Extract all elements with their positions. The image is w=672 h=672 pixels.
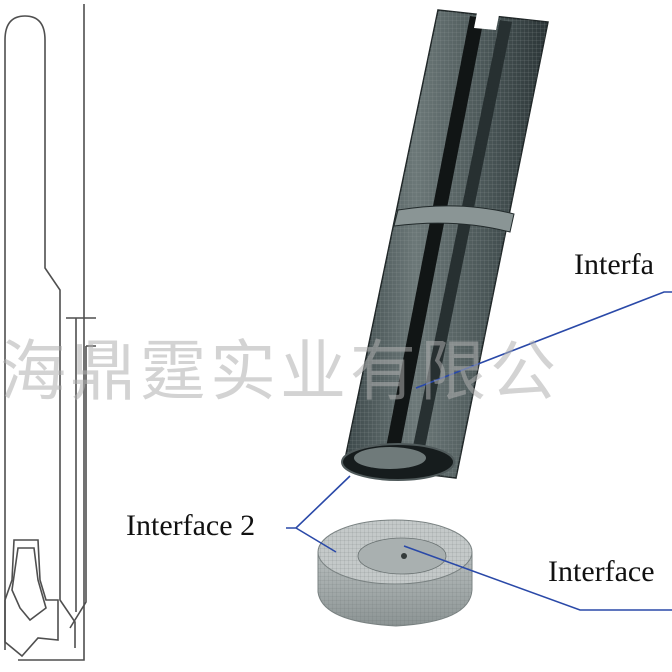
meshed-tube <box>341 8 549 481</box>
leader-interface-3 <box>403 545 672 611</box>
tube-top-notch <box>474 8 500 30</box>
cross-section-outline <box>4 4 96 661</box>
leader-interface-2 <box>286 475 351 553</box>
tube-body-grid <box>344 10 548 478</box>
tube-bottom-bore <box>354 447 426 469</box>
interface-2-label: Interface 2 <box>126 509 256 542</box>
nozzle-bore-outline <box>4 15 76 650</box>
tip-inner-cone <box>11 547 47 622</box>
watermark-text: 海鼎霆实业有限公 <box>0 333 560 410</box>
tube-mid-band <box>393 205 515 233</box>
inner-flow-channel <box>66 317 96 629</box>
nozzle-outer-wall <box>18 4 85 661</box>
disk-center-point <box>401 553 407 559</box>
interface-label-top: Interfa <box>574 248 654 281</box>
meshed-disk <box>317 519 473 627</box>
leader-interface-1 <box>415 291 672 389</box>
interface-label-bottom: Interface <box>548 555 655 588</box>
tube-slot-left <box>382 16 484 470</box>
tube-slot-right <box>408 20 512 472</box>
leader-lines <box>286 291 672 611</box>
nozzle-tip-outline <box>4 539 59 658</box>
